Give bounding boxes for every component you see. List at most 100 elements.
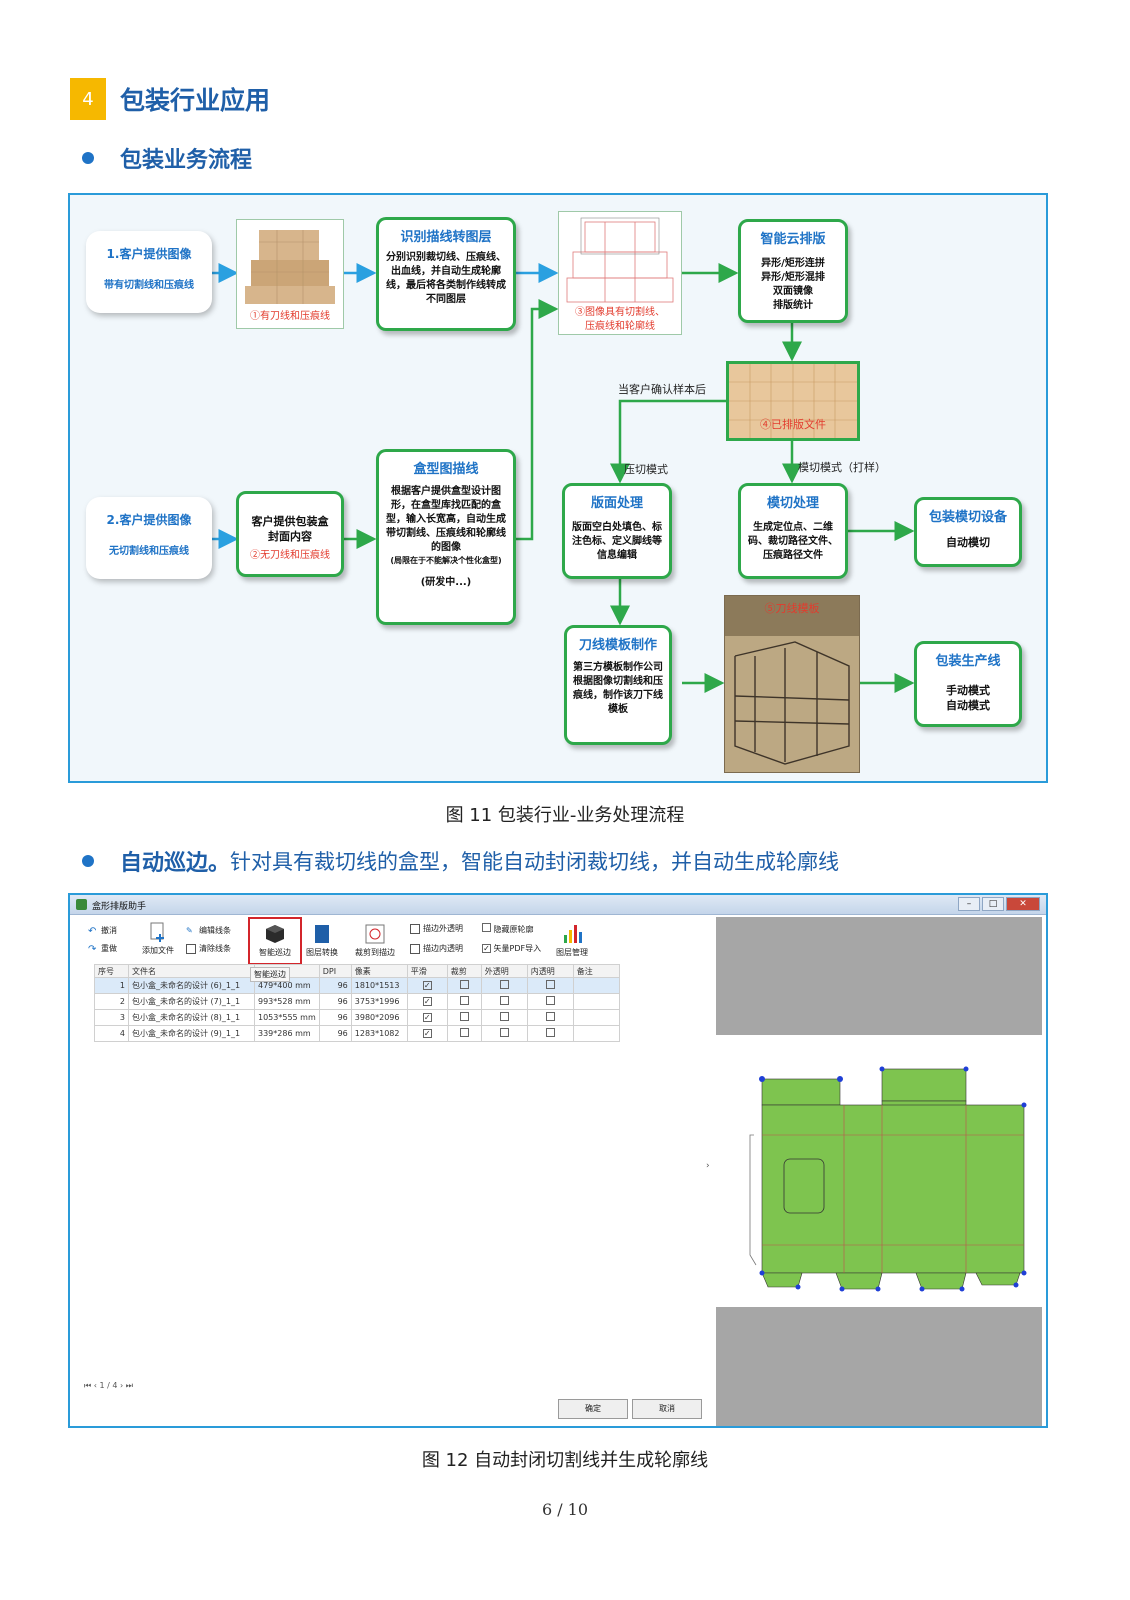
smart-edge-label: 智能巡边 [259,948,291,957]
cloud-body-line2: 异形/矩形混排 [761,272,825,283]
splitter-arrow-icon[interactable]: › [706,1161,710,1171]
prev-page-icon[interactable]: ‹ [93,1381,97,1390]
cloud-body-line1: 异形/矩形连拼 [761,258,825,269]
table-row[interactable]: 4 包小盒_未命名的设计 (9)_1_1 339*286 mm 96 1283*… [94,1025,620,1042]
crop-checkbox[interactable] [446,1025,482,1042]
crop-icon [365,924,385,944]
table-header: 序号 文件名 尺寸 DPI 像素 平滑 裁剪 外透明 内透明 备注 [94,964,620,978]
preview-canvas [716,1035,1042,1307]
clear-line-button[interactable]: 清除线条 [186,943,231,954]
clear-line-label: 清除线条 [199,944,231,953]
outer-transparent-checkbox[interactable] [480,1009,528,1026]
column-header[interactable]: 内透明 [526,964,574,978]
column-header[interactable]: DPI [318,964,352,978]
outer-transparent-button[interactable]: 描边外透明 [410,923,463,934]
inner-transparent-checkbox[interactable] [526,977,574,994]
label-confirm-sample: 当客户确认样本后 [618,383,706,396]
undo-label: 撤消 [101,926,117,935]
next-page-icon[interactable]: › [120,1381,124,1390]
card-layout-processing: 版面处理 版面空白处填色、标注色标、定义脚线等信息编辑 [562,483,672,579]
layer-convert-button[interactable]: 图层转换 [302,923,342,958]
smart-edge-button[interactable]: 智能巡边 [250,923,300,958]
add-file-button[interactable]: 添加文件 [138,921,178,956]
bullet-title: 自动巡边。 [120,851,231,876]
layer-convert-label: 图层转换 [306,948,338,957]
column-header[interactable]: 备注 [572,964,620,978]
crop-checkbox[interactable] [446,977,482,994]
box-image-3 [566,217,674,303]
column-header[interactable]: 序号 [94,964,129,978]
flow-diagram: 1.客户提供图像 带有切割线和压痕线 ①有刀线和压痕线 识别描线转图层 分别识别… [68,193,1048,783]
dpi-cell: 96 [318,1009,352,1026]
card-knife-template: 刀线模板制作 第三方模板制作公司根据图像切割线和压痕线，制作该刀下线模板 [564,625,672,745]
preview-bottom-gray [716,1307,1042,1426]
row-number: 2 [94,993,129,1010]
inner-transparent-button[interactable]: 描边内透明 [410,943,463,954]
pixel-cell: 3980*2096 [350,1009,408,1026]
redo-button[interactable]: ↷重做 [88,943,117,955]
column-header[interactable]: 外透明 [480,964,528,978]
crop-checkbox[interactable] [446,993,482,1010]
column-header[interactable]: 文件名 [128,964,255,978]
photo1-caption: ①有刀线和压痕线 [250,311,330,322]
vector-pdf-checkbox[interactable]: ✓ 矢量PDF导入 [482,943,541,954]
card-recognize-lines: 识别描线转图层 分别识别裁切线、压痕线、出血线，并自动生成轮廓线，最后将各类制作… [376,217,516,331]
crop-edge-button[interactable]: 裁剪到描边 [350,923,400,958]
card-note: (局限在于不能解决个性化盒型) [390,556,502,565]
inner-transparent-checkbox[interactable] [526,1009,574,1026]
pill2-line2: 无切割线和压痕线 [109,546,189,557]
cube-icon [266,925,284,943]
layer-icon [315,925,329,943]
inner-transparent-checkbox[interactable] [526,1025,574,1042]
crop-checkbox[interactable] [446,1009,482,1026]
smooth-checkbox[interactable]: ✓ [406,993,448,1010]
hide-outline-checkbox[interactable]: 隐藏原轮廓 [482,923,534,935]
card-title: 包装生产线 [935,654,1001,669]
minimize-button[interactable]: – [958,897,980,911]
outer-transparent-checkbox[interactable] [480,1025,528,1042]
table-row[interactable]: 3 包小盒_未命名的设计 (8)_1_1 1053*555 mm 96 3980… [94,1009,620,1026]
card-die-device: 包装模切设备 自动模切 [914,497,1022,567]
last-page-icon[interactable]: ⏭ [125,1381,133,1390]
cover-body-line1: 客户提供包装盒 [251,515,329,528]
bar-chart-icon [564,925,582,943]
photo-layout-file: ④已排版文件 [726,361,860,441]
pixel-cell: 3753*1996 [350,993,408,1010]
edit-line-button[interactable]: ✎编辑线条 [186,925,231,936]
note-cell[interactable] [572,1025,620,1042]
table-row[interactable]: 2 包小盒_未命名的设计 (7)_1_1 993*528 mm 96 3753*… [94,993,620,1010]
layer-manage-button[interactable]: 图层管理 [552,921,592,958]
section-title: 包装行业应用 [120,86,271,115]
add-file-label: 添加文件 [142,946,174,955]
outer-transparent-checkbox[interactable] [480,977,528,994]
smooth-checkbox[interactable]: ✓ [406,1009,448,1026]
photo3-caption: ③图像具有切割线、 压痕线和轮廓线 [559,306,681,334]
first-page-icon[interactable]: ⏮ [84,1381,92,1390]
note-cell[interactable] [572,977,620,994]
crop-edge-label: 裁剪到描边 [355,948,395,957]
column-header[interactable]: 裁剪 [446,964,482,978]
smooth-checkbox[interactable]: ✓ [406,1025,448,1042]
inner-transparent-checkbox[interactable] [526,993,574,1010]
smooth-checkbox[interactable]: ✓ [406,977,448,994]
undo-button[interactable]: ↶撤消 [88,925,117,937]
card-title: 盒型图描线 [413,462,479,477]
bullet-title: 包装业务流程 [120,148,253,173]
photo5-caption: ⑤刀线模板 [764,602,820,615]
cancel-button[interactable]: 取消 [632,1399,702,1419]
outer-transparent-checkbox[interactable] [480,993,528,1010]
close-button[interactable]: ✕ [1006,897,1040,911]
maximize-button[interactable]: □ [982,897,1004,911]
note-cell[interactable] [572,993,620,1010]
card-body: 版面空白处填色、标注色标、定义脚线等信息编辑 [572,522,662,561]
table-row[interactable]: 1 包小盒_未命名的设计 (6)_1_1 479*400 mm 96 1810*… [94,977,620,994]
column-header[interactable]: 平滑 [406,964,448,978]
column-header[interactable]: 像素 [350,964,408,978]
page-number: 6 / 10 [541,1500,589,1519]
card-cover-content: 客户提供包装盒 封面内容 ②无刀线和压痕线 [236,491,344,577]
note-cell[interactable] [572,1009,620,1026]
bullet-description: 针对具有裁切线的盒型，智能自动封闭裁切线，并自动生成轮廓线 [230,850,840,874]
line-body-manual: 手动模式 [946,684,990,697]
card-die-processing: 模切处理 生成定位点、二维码、裁切路径文件、压痕路径文件 [738,483,848,579]
ok-button[interactable]: 确定 [558,1399,628,1419]
